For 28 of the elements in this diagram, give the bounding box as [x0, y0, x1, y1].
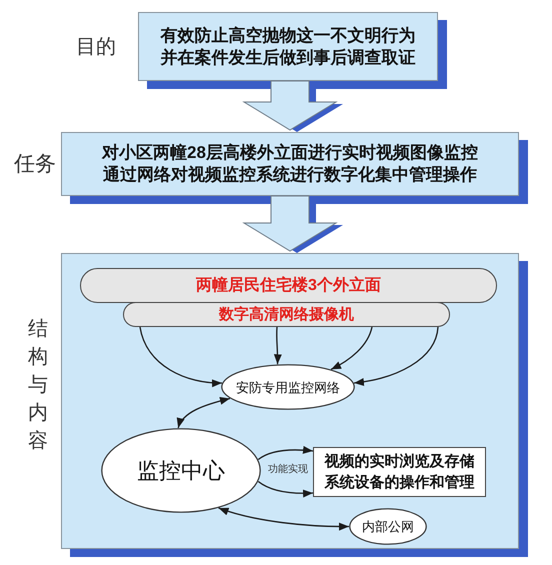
box-text: 对小区两幢28层高楼外立面进行实时视频图像监控通过网络对视频监控系统进行数字化集中管理操作 — [100, 142, 479, 186]
arrow — [330, 326, 373, 370]
block-arrow — [242, 196, 343, 253]
ellipse-label: 内部公网 — [362, 520, 414, 533]
section-heading: 任务 — [14, 154, 56, 174]
capsule-label: 数字高清网络摄像机 — [219, 307, 354, 322]
ellipse-label: 安防专用监控网络 — [236, 380, 340, 394]
section-heading: 目的 — [76, 36, 116, 56]
arrow — [139, 326, 222, 387]
section-heading: 结构与内容 — [28, 317, 48, 454]
block-arrow — [242, 80, 343, 132]
ellipse-node — [101, 428, 261, 513]
function-label: 功能实现 — [268, 465, 308, 475]
arrow — [258, 480, 314, 498]
double-arrow — [218, 507, 349, 530]
box-text: 视频的实时浏览及存储系统设备的操作和管理 — [323, 452, 476, 493]
capsule-label: 两幢居民住宅楼3个外立面 — [196, 278, 381, 294]
box-text: 有效防止高空抛物这一不文明行为并在案件发生后做到事后调查取证 — [159, 24, 416, 68]
arrow — [354, 326, 439, 386]
ellipse-label: 监控中心 — [137, 460, 225, 482]
ellipse-node — [221, 364, 355, 410]
capsule-node — [80, 268, 497, 303]
double-arrow — [178, 397, 230, 428]
ellipse-node — [349, 508, 427, 545]
capsule-node — [123, 302, 450, 327]
function-box — [313, 447, 486, 497]
arrow — [274, 326, 282, 364]
arrow — [258, 446, 314, 460]
